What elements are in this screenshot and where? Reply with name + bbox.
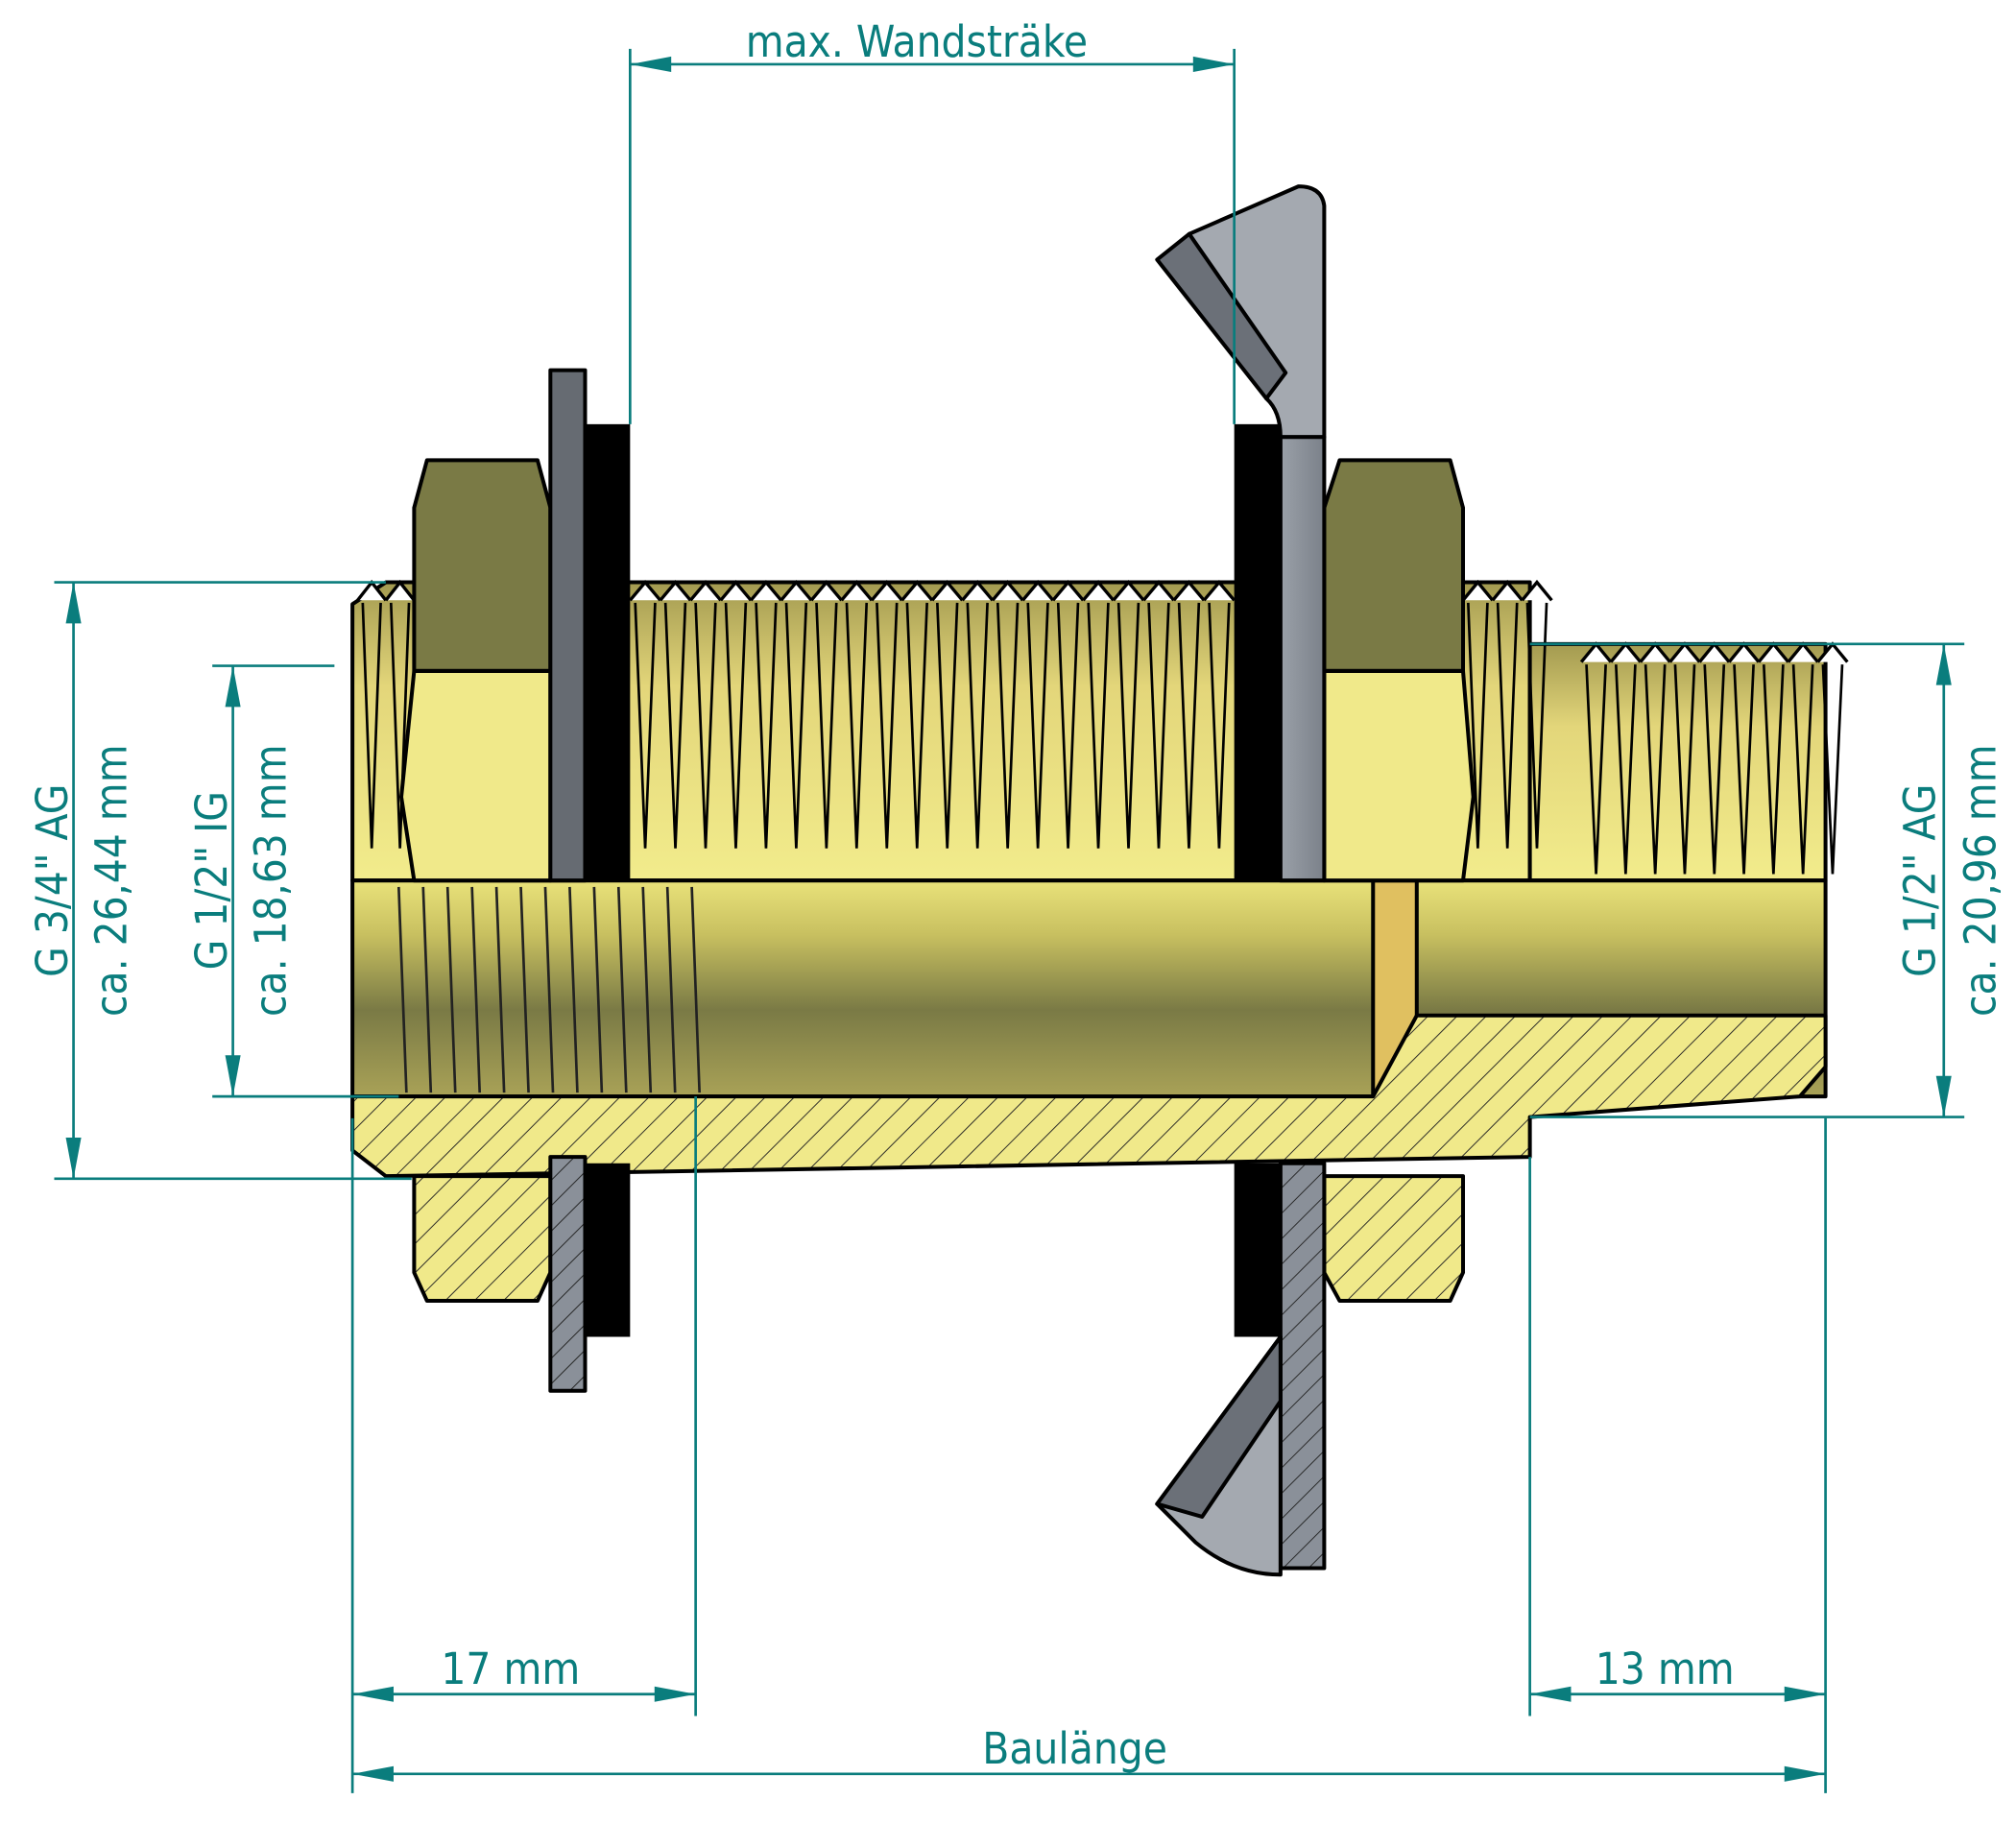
thread-line [543,886,555,1093]
thread-line [1141,579,1176,602]
thread-line [1208,602,1231,849]
pipe-body-section [350,1013,1828,1179]
thread-line [719,579,753,602]
thread-line [815,602,838,849]
thread-line [1026,602,1049,849]
thread-line [396,886,408,1093]
thread-line [629,579,662,602]
thread-line [688,579,723,602]
outer-thread-left-size: ca. 26,44 mm [85,744,136,1017]
dimension-lengths: 17 mm 13 mm Baulänge [350,1096,1827,1793]
thread-line [384,579,416,602]
dimension-wall-thickness: max. Wandsträke [629,16,1236,424]
thread-line [1116,602,1140,849]
thread-line [1461,579,1495,602]
thread-line [1525,602,1548,849]
thread-line [966,602,989,849]
thread-line [634,602,657,849]
dimension-outer-thread-left: G 3/4" AG ca. 26,44 mm [27,581,412,1181]
thread-line [1056,602,1080,849]
thread-line [1087,602,1110,849]
thread-line [1467,602,1489,849]
right-thread-length: 13 mm [1596,1644,1735,1694]
thread-line [389,602,411,849]
dimension-outer-thread-right: G 1/2" AG ca. 20,96 mm [1529,642,2005,1118]
thread-line [470,886,482,1093]
inner-thread-size: ca. 18,63 mm [245,744,296,1017]
thread-line [694,602,717,849]
thread-line [1703,664,1726,875]
thread-line [592,886,604,1093]
thread-line [1051,579,1085,602]
thread-line [809,579,843,602]
thread-line [930,579,964,602]
outer-thread-right-size: ca. 20,96 mm [1955,744,2005,1017]
thread-line [900,579,934,602]
thread-line [1521,579,1553,602]
thread-line [784,602,808,849]
thread-line [494,886,506,1093]
wall-thickness-label: max. Wandsträke [746,16,1088,67]
left-gasket [585,423,631,1337]
thread-line [1112,579,1145,602]
thread-line [519,886,530,1093]
thread-line [1496,602,1519,849]
thread-line [870,579,903,602]
thread-line [780,579,813,602]
thread-line [1202,579,1236,602]
dimension-inner-thread: G 1/2" IG ca. 18,63 mm [186,664,399,1098]
thread-line [991,579,1024,602]
overall-length: Baulänge [982,1723,1167,1774]
thread-line [845,602,869,849]
thread-line [1172,579,1206,602]
thread-line [1644,664,1667,875]
right-nut [1322,458,1476,1304]
thread-line [616,886,628,1093]
thread-line [1585,664,1607,875]
left-nut [398,458,553,1304]
inner-thread-name: G 1/2" IG [186,791,237,970]
thread-line [1491,579,1524,602]
thread-line [1821,664,1844,875]
thread-line [755,602,778,849]
thread-line [936,602,959,849]
thread-line [876,602,899,849]
left-washer [548,368,588,1393]
thread-line [1762,664,1785,875]
thread-line [690,886,701,1093]
thread-line [1147,602,1170,849]
thread-line [1673,664,1696,875]
left-thread-length: 17 mm [441,1644,580,1694]
thread-line [659,579,692,602]
wall-clamp [1155,184,1327,1577]
outer-thread-left-name: G 3/4" AG [27,783,78,976]
thread-line [905,602,928,849]
thread-line [1733,664,1755,875]
thread-line [641,886,653,1093]
thread-line [663,602,687,849]
thread-line [1021,579,1055,602]
thread-line [1791,664,1814,875]
thread-line [1082,579,1116,602]
thread-line [665,886,677,1093]
thread-line [361,602,382,849]
outer-thread-right-name: G 1/2" AG [1894,783,1945,976]
thread-line [1614,664,1637,875]
thread-line [749,579,782,602]
thread-line [445,886,457,1093]
thread-line [996,602,1020,849]
thread-line [724,602,748,849]
thread-line [568,886,579,1093]
thread-line [840,579,874,602]
right-gasket [1234,423,1280,1337]
thread-line [1177,602,1201,849]
thread-line [961,579,995,602]
thread-line [421,886,433,1093]
